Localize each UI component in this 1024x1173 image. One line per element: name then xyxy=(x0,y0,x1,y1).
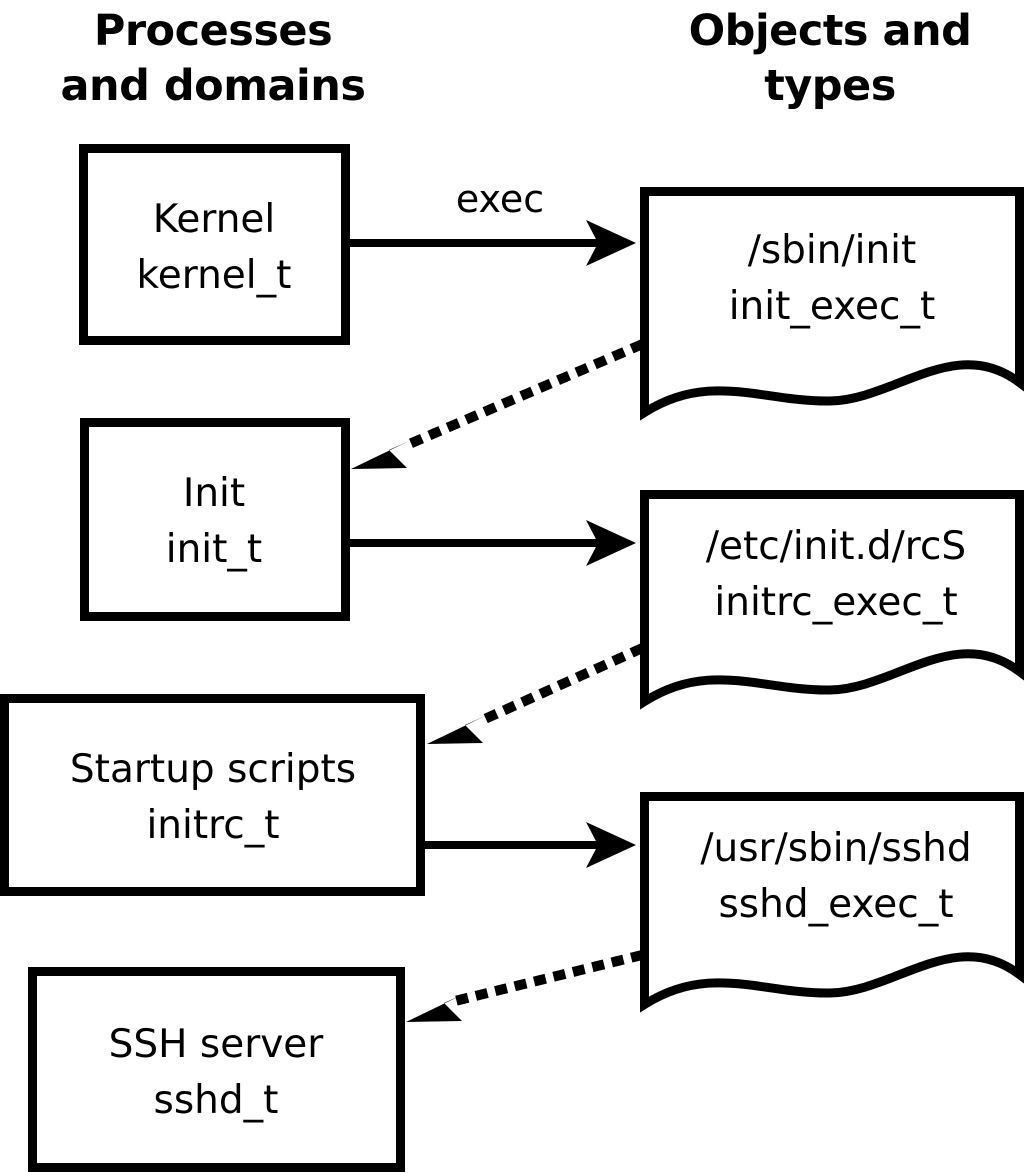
node-kernel-line1: Kernel xyxy=(153,197,276,242)
node-sbin-init-document-shape[interactable] xyxy=(640,187,1024,421)
node-sbin-init[interactable]: /sbin/init init_exec_t xyxy=(640,187,1024,421)
node-usr-sbin-sshd-document-shape[interactable] xyxy=(640,792,1024,1013)
node-init[interactable]: Init init_t xyxy=(80,418,350,621)
node-sbin-init-line2: init_exec_t xyxy=(729,284,936,329)
arrow-head-icon xyxy=(351,441,409,469)
node-kernel-box[interactable] xyxy=(79,144,350,345)
column-title-processes-line2: and domains xyxy=(61,61,366,111)
edge-label-exec: exec xyxy=(456,177,544,221)
node-startup-scripts[interactable]: Startup scripts initrc_t xyxy=(0,694,425,896)
node-etc-initd-rcs[interactable]: /etc/init.d/rcS initrc_exec_t xyxy=(640,490,1024,710)
column-title-processes-line1: Processes xyxy=(94,6,332,56)
edge-init-exec-initrc-exec xyxy=(349,520,636,566)
edge-line xyxy=(469,643,645,730)
column-title-objects-line2: types xyxy=(764,61,896,111)
edge-initrc-exec-sshd-exec xyxy=(425,822,636,868)
node-startup-scripts-line1: Startup scripts xyxy=(70,747,356,792)
node-ssh-server-line2: sshd_t xyxy=(154,1078,279,1123)
edge-line xyxy=(393,339,645,455)
node-kernel-line2: kernel_t xyxy=(137,253,292,298)
node-startup-scripts-box[interactable] xyxy=(0,694,425,896)
node-etc-initd-rcs-line2: initrc_exec_t xyxy=(714,580,957,625)
edge-init-exec-transition-init xyxy=(351,339,645,469)
node-init-line1: Init xyxy=(183,471,245,516)
edge-initrc-exec-transition-initrc xyxy=(427,643,645,744)
node-usr-sbin-sshd-line1: /usr/sbin/sshd xyxy=(700,826,971,871)
edge-line xyxy=(448,949,645,1008)
node-usr-sbin-sshd-line2: sshd_exec_t xyxy=(718,882,953,927)
node-init-box[interactable] xyxy=(80,418,350,621)
column-title-objects-line1: Objects and xyxy=(689,6,972,56)
arrow-head-icon xyxy=(586,822,636,868)
node-sbin-init-line1: /sbin/init xyxy=(748,228,917,273)
node-ssh-server-box[interactable] xyxy=(28,967,405,1172)
node-usr-sbin-sshd[interactable]: /usr/sbin/sshd sshd_exec_t xyxy=(640,792,1024,1013)
node-kernel[interactable]: Kernel kernel_t xyxy=(79,144,350,345)
node-etc-initd-rcs-document-shape[interactable] xyxy=(640,490,1024,710)
node-ssh-server-line1: SSH server xyxy=(109,1022,325,1067)
arrow-head-icon xyxy=(586,520,636,566)
node-ssh-server[interactable]: SSH server sshd_t xyxy=(28,967,405,1172)
arrow-head-icon xyxy=(586,220,636,266)
edge-kernel-exec-init-exec: exec xyxy=(349,177,636,266)
column-title-objects: Objects and types xyxy=(689,6,972,111)
arrow-head-icon xyxy=(406,994,464,1022)
edge-sshd-exec-transition-sshd xyxy=(406,949,645,1022)
node-init-line2: init_t xyxy=(166,527,262,572)
node-startup-scripts-line2: initrc_t xyxy=(146,803,279,848)
node-etc-initd-rcs-line1: /etc/init.d/rcS xyxy=(706,524,966,569)
arrow-head-icon xyxy=(427,716,485,744)
column-title-processes: Processes and domains xyxy=(61,6,366,111)
